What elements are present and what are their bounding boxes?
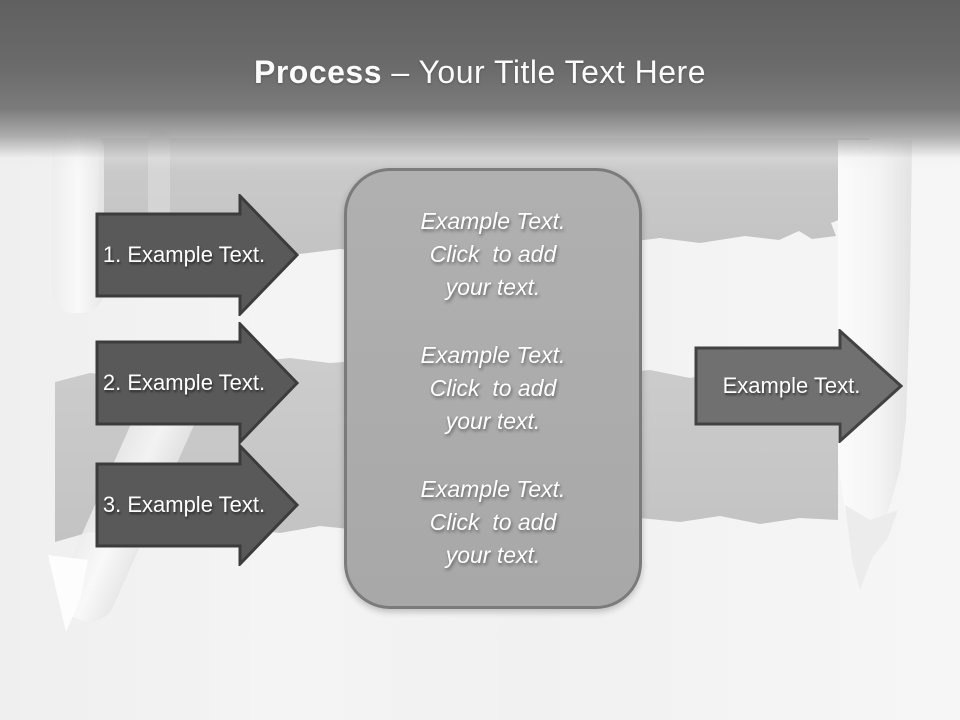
result-arrow-label: Example Text. bbox=[722, 373, 861, 398]
text-placeholder-1[interactable]: Example Text. Click to add your text. bbox=[420, 208, 566, 300]
slide-title-keyword: Process bbox=[253, 54, 383, 90]
paper-curl-right bbox=[838, 140, 912, 565]
right-arrow-shape bbox=[694, 329, 903, 443]
step-arrow-1[interactable]: 1. Example Text. bbox=[95, 194, 299, 316]
text-placeholder-2[interactable]: Example Text. Click to add your text. bbox=[420, 342, 566, 434]
slide-title-subtitle: – Your Title Text Here bbox=[382, 54, 706, 90]
paper-curl-right-tip bbox=[845, 505, 898, 590]
right-arrow-shape bbox=[95, 444, 299, 566]
step-arrow-2-label: 2. Example Text. bbox=[102, 370, 266, 395]
right-arrow-shape bbox=[95, 194, 299, 316]
center-text-box[interactable]: Example Text. Click to add your text. Ex… bbox=[344, 168, 642, 609]
result-arrow[interactable]: Example Text. bbox=[694, 329, 903, 443]
step-arrow-3[interactable]: 3. Example Text. bbox=[95, 444, 299, 566]
step-arrow-2[interactable]: 2. Example Text. bbox=[95, 322, 299, 444]
paper-roll-left bbox=[52, 128, 104, 313]
step-arrow-1-label: 1. Example Text. bbox=[102, 242, 266, 267]
slide-title: Process – Your Title Text Here bbox=[0, 52, 960, 92]
text-placeholder-3[interactable]: Example Text. Click to add your text. bbox=[420, 476, 566, 568]
paper-curl-left-tip bbox=[48, 555, 88, 632]
header-band bbox=[0, 0, 960, 170]
right-arrow-shape bbox=[95, 322, 299, 444]
step-arrow-3-label: 3. Example Text. bbox=[102, 492, 266, 517]
